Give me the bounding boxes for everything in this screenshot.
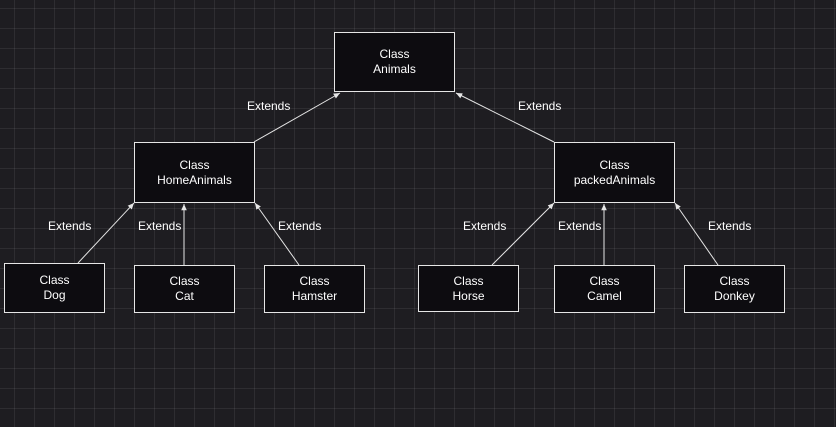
node-label-line1: Class	[589, 274, 620, 288]
node-label-line1: Class	[299, 274, 330, 288]
edge-label-packedanimals-animals: Extends	[518, 99, 562, 113]
arrow-horse-to-packedanimals	[491, 202, 555, 266]
arrow-hamster-to-homeanimals	[254, 202, 300, 266]
node-label-line2: packedAnimals	[573, 172, 656, 187]
class-node-donkey[interactable]: Class Donkey	[684, 265, 785, 313]
class-node-cat[interactable]: Class Cat	[134, 265, 235, 313]
node-label-line1: Class	[453, 273, 484, 288]
edge-label-horse-packedanimals: Extends	[463, 219, 507, 233]
node-label-line2: Animals	[373, 62, 416, 76]
node-label-line2: Dog	[43, 288, 66, 302]
class-node-hamster[interactable]: Class Hamster	[264, 265, 365, 313]
edge-label-cat-homeanimals: Extends	[138, 219, 182, 233]
edge-label-camel-packedanimals: Extends	[558, 219, 602, 233]
edge-label-donkey-packedanimals: Extends	[708, 219, 752, 233]
node-label-line2: Camel	[587, 289, 622, 303]
class-node-animals[interactable]: Class Animals	[334, 32, 455, 92]
edge-label-dog-homeanimals: Extends	[48, 219, 92, 233]
class-node-camel[interactable]: Class Camel	[554, 265, 655, 313]
class-node-horse[interactable]: Class Horse	[418, 265, 519, 312]
node-label-line1: Class	[719, 274, 750, 288]
class-node-dog[interactable]: Class Dog	[4, 263, 105, 313]
arrow-dog-to-homeanimals	[77, 202, 135, 264]
node-label-line2: Horse	[452, 288, 485, 303]
node-label-line2: Hamster	[291, 289, 338, 303]
node-label-line1: Class	[39, 273, 70, 287]
node-label-line2: Donkey	[714, 289, 755, 303]
edge-label-homeanimals-animals: Extends	[247, 99, 291, 113]
node-label-line1: Class	[179, 157, 210, 172]
node-label-line1: Class	[599, 157, 630, 172]
class-node-homeanimals[interactable]: Class HomeAnimals	[134, 142, 255, 203]
arrow-packedanimals-to-animals	[455, 92, 555, 143]
node-label-line1: Class	[379, 47, 410, 61]
edge-label-hamster-homeanimals: Extends	[278, 219, 322, 233]
arrow-donkey-to-packedanimals	[674, 202, 719, 266]
arrow-homeanimals-to-animals	[253, 92, 341, 143]
node-label-line2: Cat	[175, 289, 194, 303]
node-label-line1: Class	[169, 274, 200, 288]
class-node-packedanimals[interactable]: Class packedAnimals	[554, 142, 675, 203]
node-label-line2: HomeAnimals	[157, 172, 232, 187]
